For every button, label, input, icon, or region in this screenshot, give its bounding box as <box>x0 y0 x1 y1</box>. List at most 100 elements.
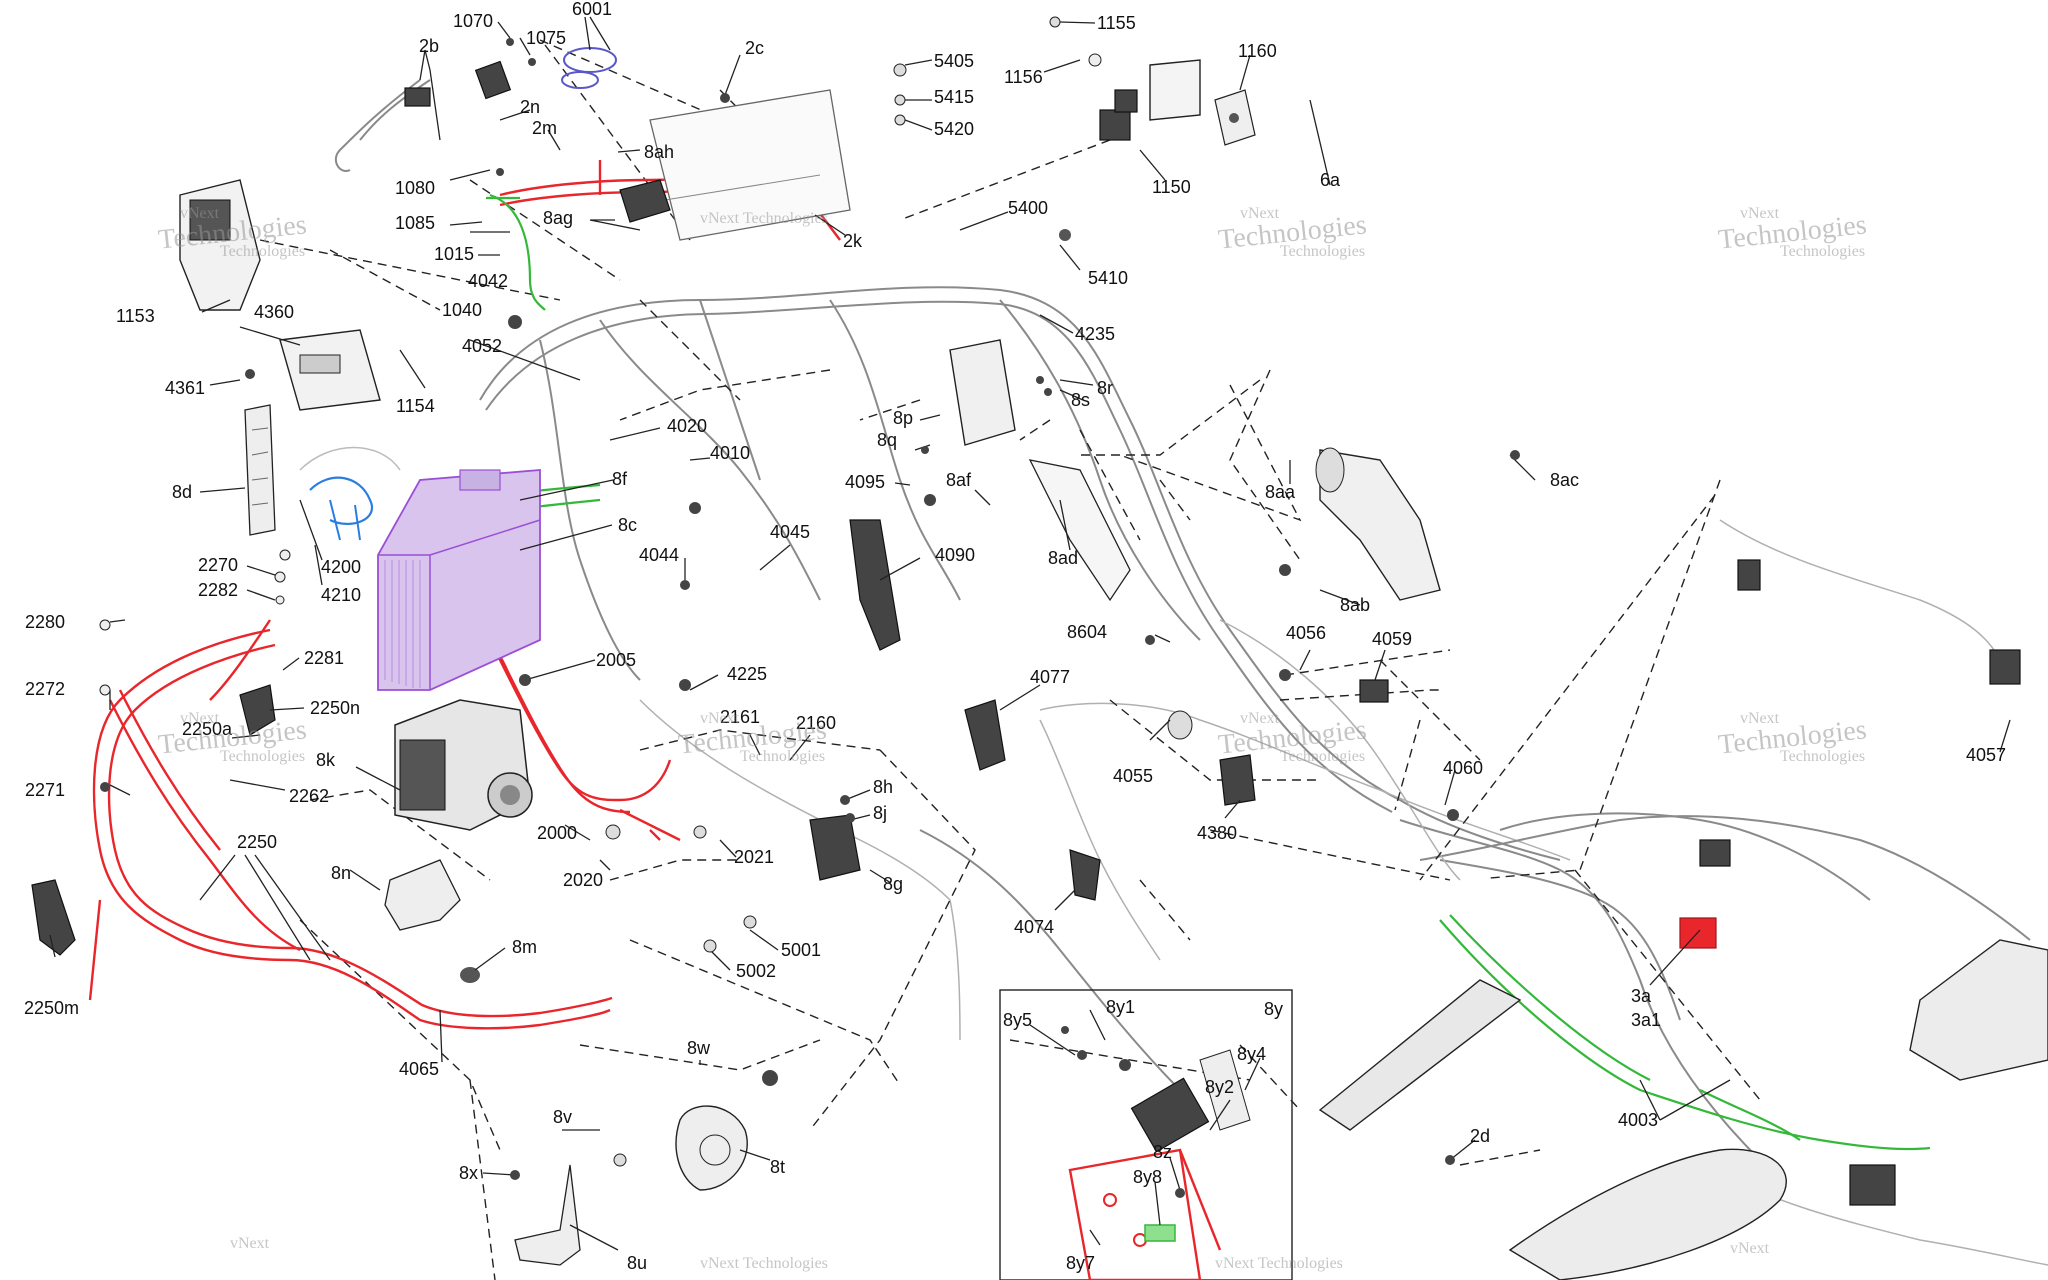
red-harness-2250 <box>88 619 613 1030</box>
label-leaders <box>49 16 2011 1251</box>
label-1085: 1085 <box>395 213 436 233</box>
label-2281: 2281 <box>304 648 345 668</box>
label-8k: 8k <box>316 750 336 770</box>
label-2020: 2020 <box>563 870 604 890</box>
green-harness-1015 <box>486 193 546 311</box>
battery-8c <box>377 469 541 691</box>
label-1155: 1155 <box>1097 13 1136 33</box>
label-2250: 2250 <box>237 832 278 852</box>
label-4065: 4065 <box>399 1059 440 1079</box>
label-2262: 2262 <box>289 786 330 806</box>
label-8y2: 8y2 <box>1205 1077 1235 1097</box>
label-8y1: 8y1 <box>1106 997 1136 1017</box>
blue-clip-4200 <box>299 446 401 541</box>
label-8y8: 8y8 <box>1133 1167 1163 1187</box>
label-4003: 4003 <box>1618 1110 1659 1130</box>
label-8c: 8c <box>618 515 638 535</box>
label-1015: 1015 <box>434 244 475 264</box>
label-4042: 4042 <box>468 271 509 291</box>
label-4010: 4010 <box>710 443 751 463</box>
label-2160: 2160 <box>796 713 837 733</box>
label-2272: 2272 <box>25 679 66 699</box>
label-1080: 1080 <box>395 178 436 198</box>
label-8y: 8y <box>1264 999 1284 1019</box>
label-8f: 8f <box>612 469 628 489</box>
dashed-leaders <box>259 39 1761 1280</box>
label-4059: 4059 <box>1372 629 1413 649</box>
label-1153: 1153 <box>116 306 155 326</box>
label-4200: 4200 <box>321 557 362 577</box>
label-4056: 4056 <box>1286 623 1327 643</box>
label-8604: 8604 <box>1067 622 1108 642</box>
label-2005: 2005 <box>596 650 637 670</box>
label-8ad: 8ad <box>1048 548 1079 568</box>
label-8t: 8t <box>770 1157 786 1177</box>
label-2250m: 2250m <box>24 998 80 1018</box>
label-4235: 4235 <box>1075 324 1116 344</box>
label-1150: 1150 <box>1152 177 1191 197</box>
label-8q: 8q <box>877 430 898 450</box>
label-4380: 4380 <box>1197 823 1238 843</box>
label-8m: 8m <box>512 937 538 957</box>
label-4090: 4090 <box>935 545 976 565</box>
label-3a1: 3a1 <box>1631 1010 1662 1030</box>
label-2271: 2271 <box>25 780 66 800</box>
label-3a: 3a <box>1631 986 1652 1006</box>
label-8y7: 8y7 <box>1066 1253 1096 1273</box>
label-8y4: 8y4 <box>1237 1044 1267 1064</box>
label-5002: 5002 <box>736 961 777 981</box>
label-8n: 8n <box>331 863 352 883</box>
label-8ac: 8ac <box>1550 470 1580 490</box>
label-8aa: 8aa <box>1265 482 1296 502</box>
label-4360: 4360 <box>254 302 295 322</box>
label-2m: 2m <box>532 118 558 138</box>
label-8x: 8x <box>459 1163 479 1183</box>
label-4055: 4055 <box>1113 766 1154 786</box>
label-1156: 1156 <box>1004 67 1043 87</box>
label-8af: 8af <box>946 470 972 490</box>
fasteners <box>99 16 1520 1198</box>
label-2d: 2d <box>1470 1126 1491 1146</box>
label-1040: 1040 <box>442 300 483 320</box>
label-5405: 5405 <box>934 51 975 71</box>
label-4077: 4077 <box>1030 667 1071 687</box>
label-8ab: 8ab <box>1340 595 1371 615</box>
inset-box-8y <box>999 989 1293 1280</box>
label-4095: 4095 <box>845 472 886 492</box>
label-5420: 5420 <box>934 119 975 139</box>
label-8h: 8h <box>873 777 894 797</box>
label-5001: 5001 <box>781 940 822 960</box>
label-8z: 8z <box>1153 1142 1173 1162</box>
label-8ah: 8ah <box>644 142 675 162</box>
label-4057: 4057 <box>1966 745 2007 765</box>
label-1075: 1075 <box>526 28 567 48</box>
components <box>31 59 2048 1280</box>
label-8ag: 8ag <box>543 208 574 228</box>
label-2250a: 2250a <box>182 719 233 739</box>
label-8v: 8v <box>553 1107 573 1127</box>
label-8j: 8j <box>873 803 888 823</box>
label-4052: 4052 <box>462 336 503 356</box>
violet-clip-6001 <box>561 47 617 89</box>
label-4060: 4060 <box>1443 758 1484 778</box>
label-2b: 2b <box>419 36 440 56</box>
label-8p: 8p <box>893 408 914 428</box>
label-8g: 8g <box>883 874 904 894</box>
label-8w: 8w <box>687 1038 711 1058</box>
label-1154: 1154 <box>396 396 435 416</box>
label-4074: 4074 <box>1014 917 1055 937</box>
label-5400: 5400 <box>1008 198 1049 218</box>
label-4020: 4020 <box>667 416 708 436</box>
label-5415: 5415 <box>934 87 975 107</box>
label-2k: 2k <box>843 231 863 251</box>
label-5410: 5410 <box>1088 268 1129 288</box>
label-6001: 6001 <box>572 0 613 19</box>
label-4044: 4044 <box>639 545 680 565</box>
label-8d: 8d <box>172 482 193 502</box>
label-8y5: 8y5 <box>1003 1010 1033 1030</box>
label-4210: 4210 <box>321 585 362 605</box>
label-4225: 4225 <box>727 664 768 684</box>
label-2250n: 2250n <box>310 698 361 718</box>
label-2270: 2270 <box>198 555 239 575</box>
